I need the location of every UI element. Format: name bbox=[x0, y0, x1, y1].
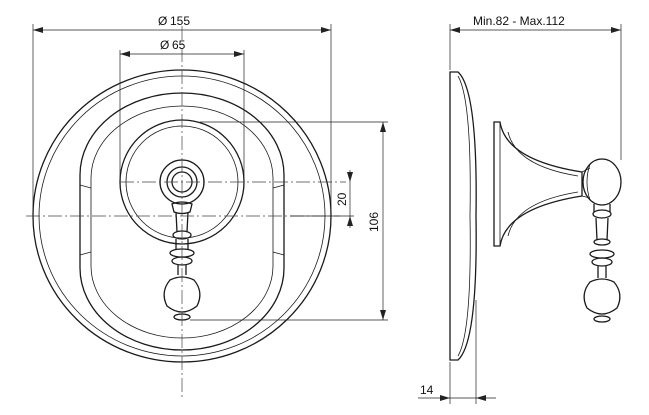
dim-65-label: 65 bbox=[172, 38, 186, 52]
dim-depth-label: Min.82 - Max.112 bbox=[473, 14, 565, 28]
front-view: Ø 155 Ø 65 20 106 bbox=[26, 14, 388, 400]
bell-cap-curve bbox=[507, 131, 579, 177]
knob-shade bbox=[586, 163, 591, 201]
dim-155-label: 155 bbox=[170, 14, 190, 28]
plate-profile-inner bbox=[457, 75, 471, 357]
dim-65-symbol: Ø bbox=[160, 38, 169, 52]
dim-155-symbol: Ø bbox=[158, 14, 167, 28]
dim-arrow bbox=[321, 27, 331, 33]
dim-20-label: 20 bbox=[335, 192, 349, 206]
dim-arrow bbox=[347, 216, 353, 226]
knob bbox=[582, 158, 622, 206]
dim-arrow bbox=[33, 27, 43, 33]
knob-join bbox=[581, 195, 591, 199]
dim-arrow bbox=[450, 27, 460, 33]
dim-arrow bbox=[380, 310, 386, 320]
side-lever bbox=[583, 204, 621, 323]
knob-join bbox=[581, 167, 591, 173]
dim-arrow bbox=[120, 51, 130, 57]
inner-oval-frame-inner bbox=[90, 105, 274, 339]
dim-arrow bbox=[234, 51, 244, 57]
oval-detail-line bbox=[272, 184, 285, 189]
dim-arrow bbox=[476, 395, 486, 401]
dim-arrow bbox=[611, 27, 621, 33]
dim-arrow bbox=[440, 395, 450, 401]
oval-detail-line bbox=[79, 184, 92, 189]
bell-cap bbox=[493, 121, 583, 247]
dim-106-label: 106 bbox=[367, 212, 381, 232]
dim-arrow bbox=[347, 172, 353, 182]
bell-cap-curve bbox=[507, 191, 579, 237]
dim-arrow bbox=[380, 122, 386, 132]
side-view: Min.82 - Max.112 14 bbox=[418, 14, 622, 404]
plate-profile bbox=[449, 71, 477, 361]
oval-detail-line bbox=[272, 251, 285, 256]
dim-14-label: 14 bbox=[420, 383, 434, 397]
inner-oval-frame bbox=[79, 92, 285, 351]
oval-detail-line bbox=[79, 251, 92, 256]
